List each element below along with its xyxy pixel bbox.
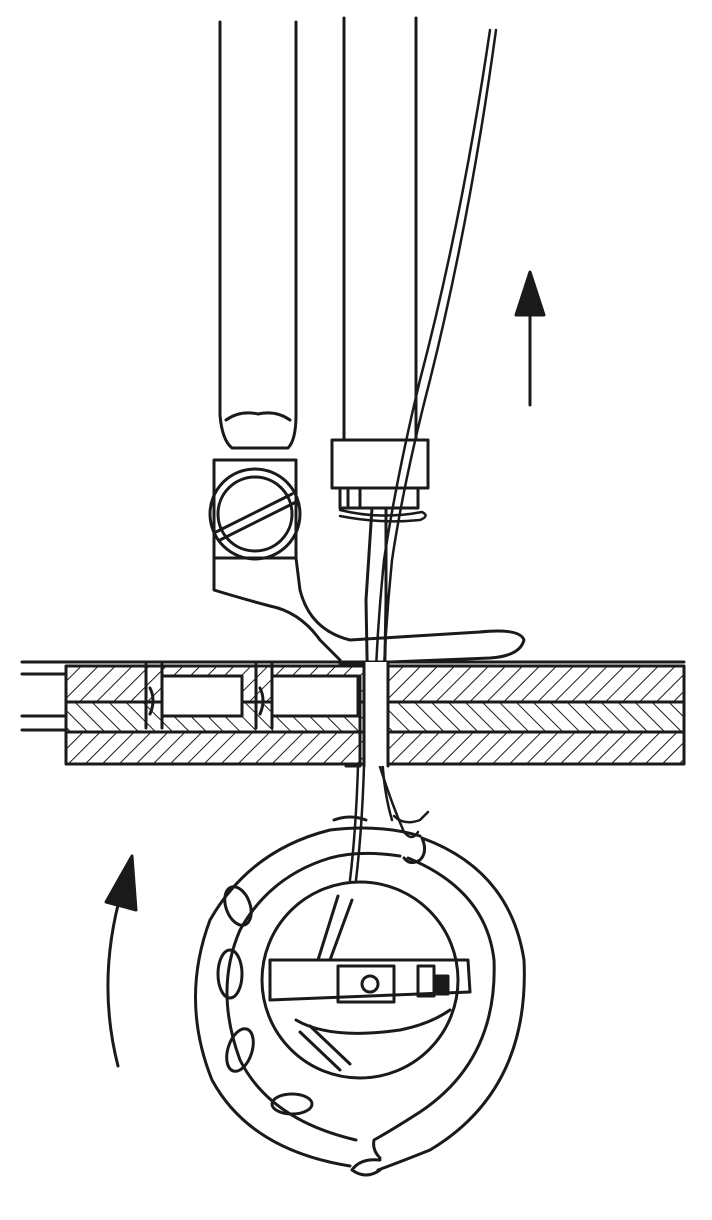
hook-rotation-arrow xyxy=(104,854,138,1068)
bobbin-case xyxy=(260,880,472,1080)
rotary-hook xyxy=(194,815,526,1177)
foot-screw xyxy=(208,467,302,561)
needle-rising-arrow xyxy=(514,270,546,407)
presser-foot xyxy=(212,458,526,666)
needle-bar xyxy=(330,16,430,510)
lower-thread xyxy=(348,764,366,882)
fabric-layers xyxy=(20,660,686,768)
presser-bar xyxy=(218,20,298,450)
